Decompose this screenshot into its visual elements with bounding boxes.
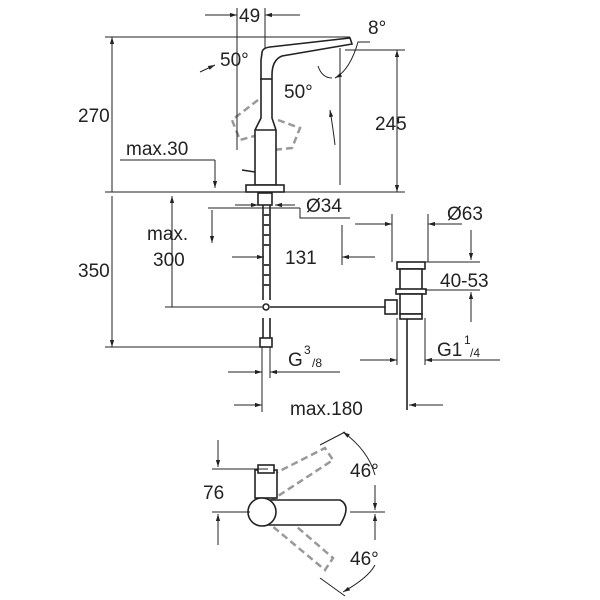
label-height-245: 245 — [375, 114, 407, 135]
pop-up-knob-base — [254, 469, 278, 499]
svg-text:/4: /4 — [470, 346, 480, 360]
label-height-270: 270 — [78, 106, 110, 127]
svg-text:/8: /8 — [312, 356, 322, 370]
label-dia-63: Ø63 — [447, 204, 483, 225]
lever-ghost-up — [261, 446, 335, 502]
label-angle-50-left: 50° — [220, 50, 249, 71]
label-max-30: max.30 — [126, 139, 188, 160]
faucet-base — [245, 184, 285, 193]
faucet-body — [254, 37, 354, 186]
label-angle-46-top: 46° — [350, 461, 379, 482]
drain-flange — [396, 261, 426, 270]
label-width-49: 49 — [239, 6, 260, 27]
label-max-300-line1: max. — [147, 224, 188, 245]
label-range-40-53: 40-53 — [440, 271, 489, 292]
rod-joint — [262, 303, 270, 311]
label-angle-50-right: 50° — [284, 82, 313, 103]
lever-ghost-right — [271, 118, 302, 152]
label-depth-76: 76 — [203, 483, 224, 504]
svg-text:G1: G1 — [437, 340, 462, 361]
faucet-top-view — [212, 431, 385, 597]
lever-ghost-down — [264, 507, 335, 572]
faucet-side-view — [230, 37, 427, 410]
label-dia-34: Ø34 — [306, 196, 342, 217]
label-angle-46-bottom: 46° — [350, 549, 379, 570]
label-thread-g3-8: G 3 /8 — [288, 343, 322, 371]
dimension-lines — [105, 8, 500, 412]
svg-text:G: G — [288, 350, 303, 371]
svg-text:1: 1 — [464, 333, 471, 347]
label-height-350: 350 — [78, 261, 110, 282]
label-max-180: max.180 — [290, 399, 363, 420]
label-angle-8: 8° — [368, 18, 386, 39]
drain-rod-connector — [384, 299, 398, 315]
hose-connector — [259, 337, 273, 348]
label-distance-131: 131 — [285, 248, 317, 269]
label-max-300-line2: 300 — [153, 250, 185, 271]
lever-ghost-left — [230, 99, 259, 142]
label-thread-g1-1-4: G1 1 /4 — [437, 333, 480, 361]
svg-text:3: 3 — [304, 343, 311, 357]
dimension-labels: 49 8° 50° 50° 270 245 max.30 Ø34 Ø63 max… — [78, 6, 489, 570]
mount-nut — [257, 192, 273, 206]
pop-up-rod-knob — [241, 169, 256, 173]
